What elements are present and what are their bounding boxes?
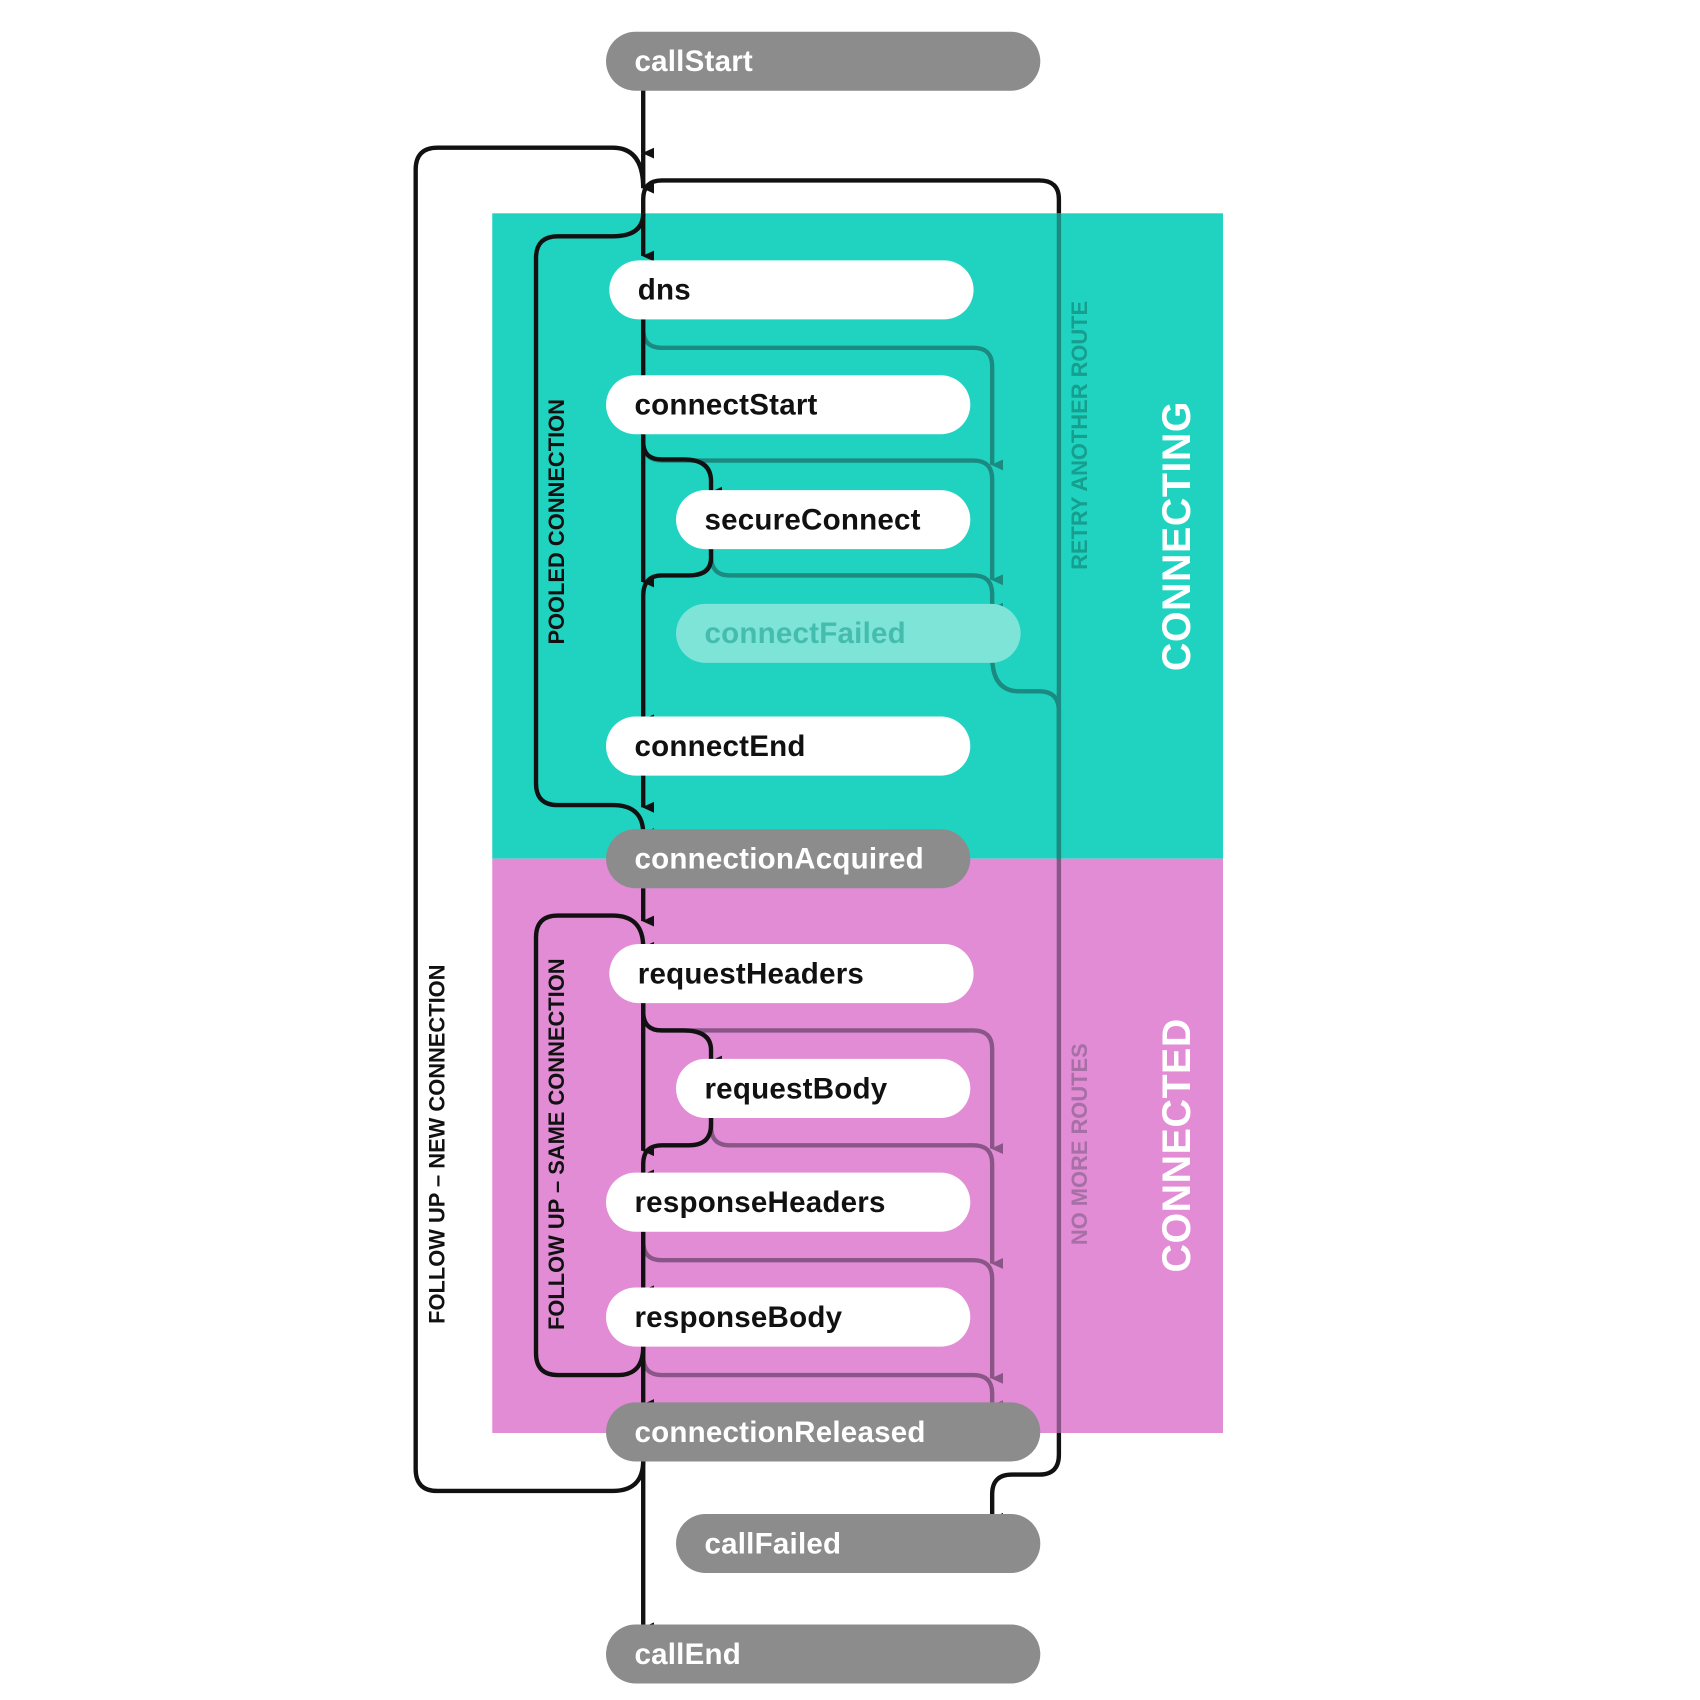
- label-follow-up-new-connection: FOLLOW UP – NEW CONNECTION: [426, 964, 451, 1324]
- label-follow-up-same-connection: FOLLOW UP – SAME CONNECTION: [545, 958, 570, 1330]
- event-dns: dns: [609, 260, 974, 320]
- event-connectstart: connectStart: [606, 375, 971, 435]
- label-retry-another-route: RETRY ANOTHER ROUTE: [1068, 300, 1093, 570]
- event-callend: callEnd: [606, 1624, 1041, 1684]
- main-flow-arrows: [413, 89, 722, 1634]
- label-pooled-connection: POOLED CONNECTION: [545, 399, 570, 645]
- event-requestbody: requestBody: [676, 1058, 971, 1118]
- event-requestheaders: requestHeaders: [609, 944, 974, 1004]
- event-connectend: connectEnd: [606, 716, 971, 776]
- event-callstart: callStart: [606, 31, 1041, 91]
- event-responseheaders: responseHeaders: [606, 1172, 971, 1232]
- section-title-connecting: CONNECTING: [1154, 400, 1199, 672]
- label-no-more-routes: NO MORE ROUTES: [1068, 1043, 1093, 1246]
- event-connectionreleased: connectionReleased: [606, 1402, 1041, 1462]
- section-title-connected: CONNECTED: [1154, 1018, 1199, 1273]
- event-responsebody: responseBody: [606, 1287, 971, 1347]
- event-callfailed: callFailed: [676, 1513, 1041, 1574]
- event-secureconnect: secureConnect: [676, 490, 971, 550]
- event-connectionacquired: connectionAcquired: [606, 829, 971, 889]
- event-connectfailed: connectFailed: [676, 603, 1021, 663]
